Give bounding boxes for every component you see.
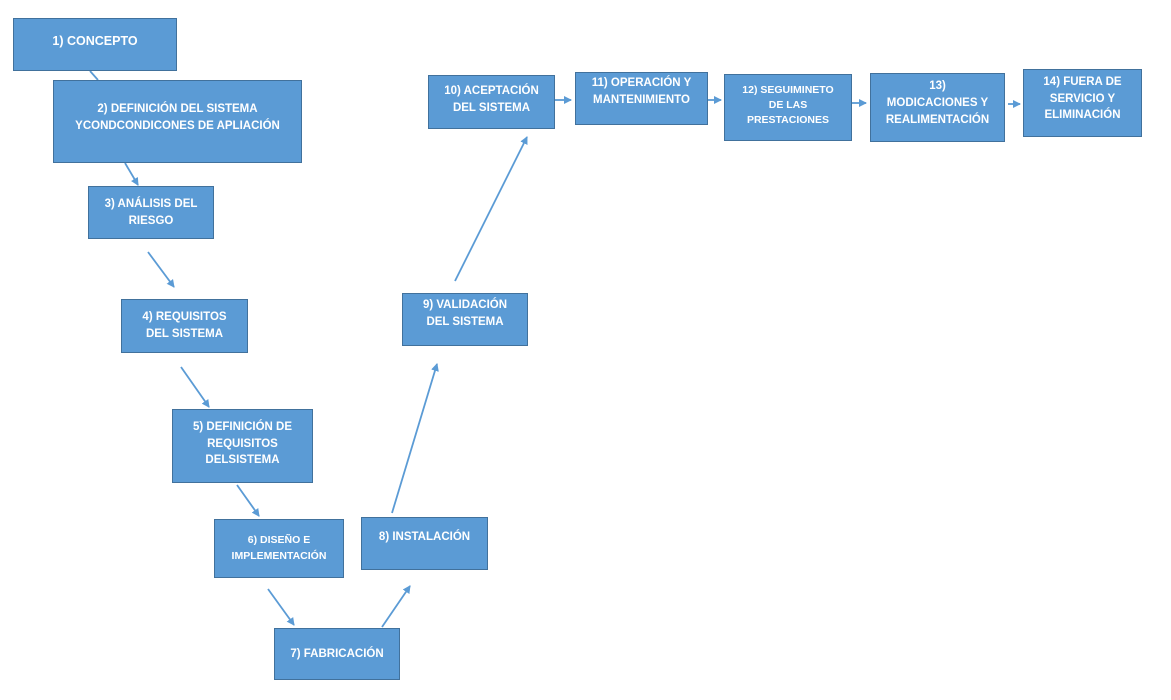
arrow-8-9 — [391, 363, 439, 514]
arrow-6-7 — [267, 588, 295, 626]
stage-label: 12) SEGUIMINETO DE LAS PRESTACIONES — [742, 83, 834, 127]
arrow-2-3 — [124, 162, 139, 186]
stage-12-seguimiento-prestaciones: 12) SEGUIMINETO DE LAS PRESTACIONES — [724, 74, 852, 141]
stage-5-definicion-requisitos: 5) DEFINICIÓN DE REQUISITOS DELSISTEMA — [172, 409, 313, 483]
stage-1-concepto: 1) CONCEPTO — [13, 18, 177, 71]
stage-4-requisitos-sistema: 4) REQUISITOS DEL SISTEMA — [121, 299, 248, 353]
stage-10-aceptacion-sistema: 10) ACEPTACIÓN DEL SISTEMA — [428, 75, 555, 129]
stage-label: 9) VALIDACIÓN DEL SISTEMA — [422, 298, 508, 328]
arrow-1-2 — [89, 70, 99, 81]
stage-label: 5) DEFINICIÓN DE REQUISITOS DELSISTEMA — [192, 420, 293, 467]
stage-7-fabricacion: 7) FABRICACIÓN — [274, 628, 400, 680]
stage-label: 8) INSTALACIÓN — [378, 531, 471, 544]
stage-label: 11) OPERACIÓN Y MANTENIMIENTO — [591, 76, 692, 106]
stage-2-definicion-sistema: 2) DEFINICIÓN DEL SISTEMA YCONDCONDICONE… — [53, 80, 302, 163]
stage-11-operacion-mantenimiento: 11) OPERACIÓN Y MANTENIMIENTO — [575, 72, 708, 125]
arrow-4-5 — [180, 366, 210, 408]
stage-8-instalacion: 8) INSTALACIÓN — [361, 517, 488, 570]
arrow-9-10 — [454, 136, 528, 282]
stage-label: 4) REQUISITOS DEL SISTEMA — [142, 311, 227, 340]
stage-label: 13) MODICACIONES Y REALIMENTACIÓN — [885, 80, 990, 126]
stage-label: 7) FABRICACIÓN — [290, 647, 384, 660]
stage-label: 3) ANÁLISIS DEL RIESGO — [104, 197, 198, 227]
stage-label: 6) DISEÑO E IMPLEMENTACIÓN — [231, 534, 327, 562]
stage-label: 1) CONCEPTO — [52, 34, 138, 49]
arrow-7-8 — [381, 585, 411, 628]
stage-label: 2) DEFINICIÓN DEL SISTEMA YCONDCONDICONE… — [75, 102, 280, 132]
arrow-3-4 — [147, 251, 175, 288]
stage-14-fuera-servicio: 14) FUERA DE SERVICIO Y ELIMINACIÓN — [1023, 69, 1142, 137]
stage-13-modificaciones-realimentacion: 13) MODICACIONES Y REALIMENTACIÓN — [870, 73, 1005, 142]
stage-9-validacion-sistema: 9) VALIDACIÓN DEL SISTEMA — [402, 293, 528, 346]
stage-label: 10) ACEPTACIÓN DEL SISTEMA — [444, 85, 539, 114]
stage-label: 14) FUERA DE SERVICIO Y ELIMINACIÓN — [1043, 75, 1122, 122]
arrow-5-6 — [236, 484, 260, 517]
stage-3-analisis-riesgo: 3) ANÁLISIS DEL RIESGO — [88, 186, 214, 239]
stage-6-diseno-implementacion: 6) DISEÑO E IMPLEMENTACIÓN — [214, 519, 344, 578]
